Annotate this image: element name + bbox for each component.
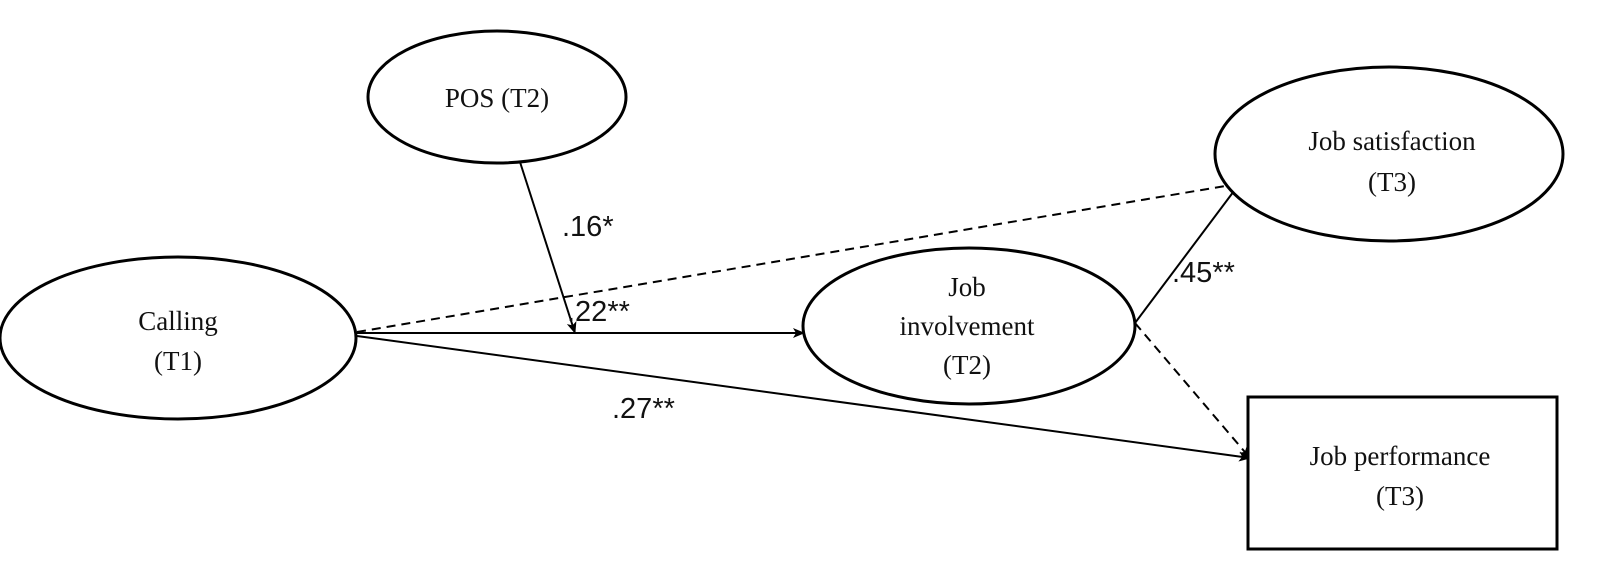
node-satisfaction: Job satisfaction (T3) bbox=[1213, 65, 1565, 243]
node-satisfaction-label-1: Job satisfaction bbox=[1308, 126, 1476, 156]
edge-involvement-to-satisfaction bbox=[1134, 182, 1241, 324]
node-involvement-label-2: involvement bbox=[900, 311, 1035, 341]
edge-calling-to-performance bbox=[356, 335, 1251, 462]
node-pos-label: POS (T2) bbox=[445, 83, 549, 113]
node-calling-ellipse bbox=[0, 255, 358, 421]
node-pos: POS (T2) bbox=[366, 29, 628, 165]
coef-calling-to-performance: .27** bbox=[612, 393, 675, 425]
node-involvement-label-3: (T2) bbox=[943, 350, 991, 380]
node-performance-label-2: (T3) bbox=[1376, 481, 1424, 511]
node-involvement: Job involvement (T2) bbox=[801, 246, 1137, 406]
node-performance-box bbox=[1246, 395, 1559, 551]
node-pos-ellipse bbox=[366, 29, 628, 165]
node-performance-label-1: Job performance bbox=[1310, 441, 1491, 471]
coef-involvement-to-satisfaction: .45** bbox=[1172, 257, 1235, 289]
edge-pos-moderation bbox=[519, 161, 577, 334]
coef-pos-moderation: .16* bbox=[562, 211, 614, 243]
node-calling-label-2: (T1) bbox=[154, 346, 202, 376]
node-involvement-label-1: Job bbox=[948, 272, 986, 302]
node-satisfaction-label-2: (T3) bbox=[1368, 167, 1416, 197]
node-satisfaction-ellipse bbox=[1213, 65, 1565, 243]
edge-involvement-to-performance-dashed bbox=[1134, 322, 1251, 459]
coef-calling-to-involvement: .22** bbox=[567, 296, 630, 328]
node-performance: Job performance (T3) bbox=[1246, 395, 1559, 551]
node-involvement-ellipse bbox=[801, 246, 1137, 406]
node-calling-label-1: Calling bbox=[138, 306, 218, 336]
node-calling: Calling (T1) bbox=[0, 255, 358, 421]
